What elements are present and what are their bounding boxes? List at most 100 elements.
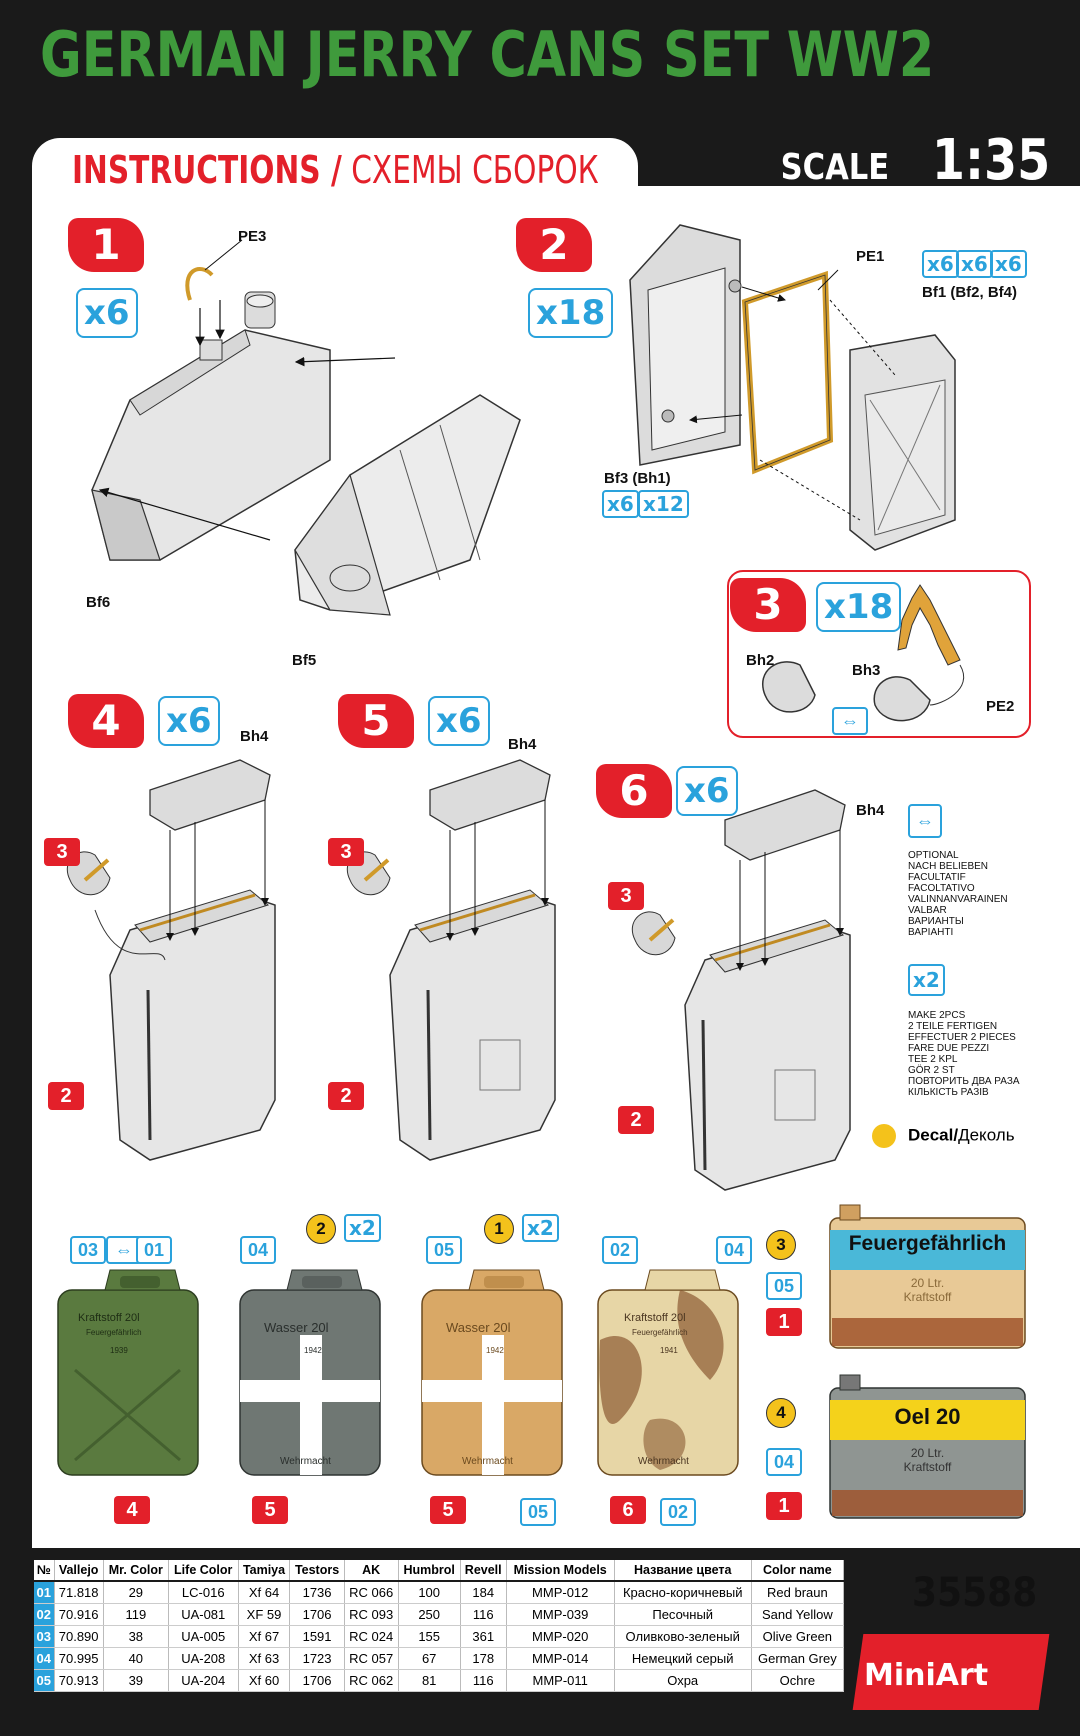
table-cell: 1706 bbox=[289, 1669, 345, 1692]
paint-ref-step4: 4 bbox=[114, 1496, 150, 1524]
label-bh4-step5: Bh4 bbox=[508, 736, 537, 753]
color-table: № Vallejo Mr. Color Life Color Tamiya Te… bbox=[34, 1560, 845, 1692]
optional-icon: ⇔ bbox=[832, 707, 868, 735]
paint-can-side-feuer bbox=[829, 1204, 1026, 1349]
table-cell: UA-081 bbox=[168, 1603, 239, 1626]
table-cell: Ochre bbox=[751, 1669, 845, 1692]
table-cell: MMP-014 bbox=[506, 1647, 615, 1670]
green-can-decal-2: Feuergefährlich bbox=[86, 1328, 142, 1337]
step-2-multiplier: x18 bbox=[528, 288, 614, 338]
camo-can-wehrmacht: Wehrmacht bbox=[638, 1456, 689, 1467]
table-cell: 03 bbox=[34, 1625, 55, 1648]
table-cell: Sand Yellow bbox=[751, 1603, 845, 1626]
make2-legend-text: MAKE 2pcs 2 TEILE FERTIGEN EFFECTUER 2 P… bbox=[908, 1010, 1020, 1098]
feuer-sub: 20 Ltr.Kraftstoff bbox=[903, 1276, 952, 1304]
table-cell: 1591 bbox=[289, 1625, 345, 1648]
label-pe3: PE3 bbox=[238, 228, 267, 245]
step6-can bbox=[631, 789, 851, 1191]
ref-step2-b: 2 bbox=[328, 1082, 364, 1110]
ref-step3-a: 3 bbox=[44, 838, 80, 866]
step5-can bbox=[346, 759, 556, 1161]
table-cell: 119 bbox=[103, 1603, 169, 1626]
table-cell: RC 057 bbox=[344, 1647, 399, 1670]
step-3-badge: 3 bbox=[730, 578, 806, 632]
paint-ref-step5-b: 5 bbox=[430, 1496, 466, 1524]
paint-ref-03: 03 bbox=[70, 1236, 106, 1264]
table-cell: 29 bbox=[103, 1581, 169, 1604]
paint-ref-step5-a: 5 bbox=[252, 1496, 288, 1524]
table-cell: RC 066 bbox=[344, 1581, 399, 1604]
table-cell: 100 bbox=[398, 1581, 461, 1604]
table-cell: 38 bbox=[103, 1625, 169, 1648]
step-5-badge: 5 bbox=[338, 694, 414, 748]
step2-part-pe1 bbox=[741, 270, 834, 475]
table-cell: 250 bbox=[398, 1603, 461, 1626]
camo-can-year: 1941 bbox=[660, 1346, 678, 1355]
label-bh4-step6: Bh4 bbox=[856, 802, 885, 819]
mult-bf1-c: x6 bbox=[990, 250, 1027, 278]
green-can-decal: Kraftstoff 20l bbox=[78, 1312, 140, 1324]
table-cell: German Grey bbox=[751, 1647, 845, 1670]
instructions-heading: INSTRUCTIONS / СХЕМЫ СБОРОК bbox=[72, 148, 599, 192]
mult-bf3-b: x12 bbox=[638, 490, 689, 518]
step2-part-bf3 bbox=[629, 224, 742, 466]
ref-step3-b: 3 bbox=[328, 838, 364, 866]
ref-step2-a: 2 bbox=[48, 1082, 84, 1110]
label-bh3: Bh3 bbox=[852, 662, 881, 679]
color-table-header: № Vallejo Mr. Color Life Color Tamiya Te… bbox=[34, 1560, 845, 1582]
table-cell: UA-208 bbox=[168, 1647, 239, 1670]
ref-step3-c: 3 bbox=[608, 882, 644, 910]
green-can-year: 1939 bbox=[110, 1346, 128, 1355]
table-cell: 70.995 bbox=[54, 1647, 104, 1670]
step-5-multiplier: x6 bbox=[428, 696, 490, 746]
paint-can-camo bbox=[597, 1269, 739, 1476]
page-title: GERMAN JERRY CANS SET WW2 bbox=[40, 18, 935, 91]
table-cell: 39 bbox=[103, 1669, 169, 1692]
table-cell: Xf 60 bbox=[238, 1669, 291, 1692]
table-cell: 116 bbox=[460, 1669, 507, 1692]
step2-part-bf1 bbox=[849, 334, 956, 551]
table-cell: 155 bbox=[398, 1625, 461, 1648]
paint-ref-05-b: 05 bbox=[520, 1498, 556, 1526]
table-cell: Охра bbox=[614, 1669, 752, 1692]
table-cell: Xf 67 bbox=[238, 1625, 291, 1648]
feuer-ref-05: 05 bbox=[766, 1272, 802, 1300]
label-bf5: Bf5 bbox=[292, 652, 317, 669]
decal-legend: Decal/Деколь bbox=[872, 1124, 1015, 1148]
label-pe2: PE2 bbox=[986, 698, 1015, 715]
table-cell: 67 bbox=[398, 1647, 461, 1670]
decal-ref-1: 1 bbox=[484, 1214, 514, 1244]
mult-bf3-a: x6 bbox=[602, 490, 639, 518]
sand-can-decal: Wasser 20l bbox=[446, 1320, 511, 1335]
optional-legend-icon: ⇔ bbox=[908, 804, 942, 838]
oel-label: Oel 20 bbox=[894, 1404, 961, 1429]
feuer-ref-3: 3 bbox=[766, 1230, 796, 1260]
step-3-multiplier: x18 bbox=[816, 582, 902, 632]
step-4-multiplier: x6 bbox=[158, 696, 220, 746]
table-cell: UA-204 bbox=[168, 1669, 239, 1692]
step3-parts bbox=[762, 584, 964, 722]
table-cell: 178 bbox=[460, 1647, 507, 1670]
table-cell: MMP-011 bbox=[506, 1669, 615, 1692]
paint-ref-step6: 6 bbox=[610, 1496, 646, 1524]
step4-can bbox=[66, 759, 276, 1161]
make2-legend-icon: x2 bbox=[908, 964, 945, 996]
step1-part-bf5 bbox=[294, 394, 521, 616]
instructions-tab bbox=[32, 138, 638, 198]
table-cell: 71.818 bbox=[54, 1581, 104, 1604]
table-cell: MMP-012 bbox=[506, 1581, 615, 1604]
grey-can-year: 1942 bbox=[304, 1346, 322, 1355]
step-3-frame bbox=[727, 570, 1031, 738]
feuer-label: Feuergefährlich bbox=[848, 1232, 1007, 1255]
paint-ref-05-a: 05 bbox=[426, 1236, 462, 1264]
paint-ref-01: 01 bbox=[136, 1236, 172, 1264]
grey-can-wehrmacht: Wehrmacht bbox=[280, 1456, 331, 1467]
mult-bf1-a: x6 bbox=[922, 250, 959, 278]
table-cell: 04 bbox=[34, 1647, 55, 1670]
